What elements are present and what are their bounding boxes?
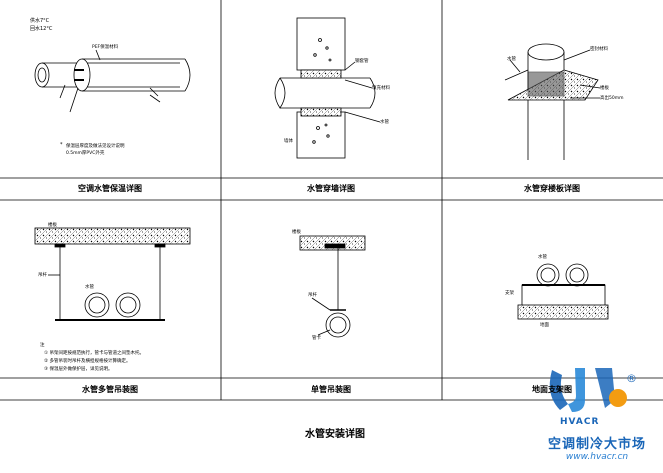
- rod-label-single: 吊杆: [308, 293, 317, 298]
- brand-name-cn: 空调制冷大市场: [547, 437, 646, 452]
- brand-url[interactable]: www.hvacr.cn: [565, 452, 629, 462]
- support-label: 支架: [505, 291, 514, 296]
- registered-mark: ®: [626, 372, 637, 385]
- caption-wall: 水管穿墙详图: [307, 184, 355, 193]
- panel-grid: [0, 0, 663, 401]
- svg-text:HVACR: HVACR: [560, 417, 599, 427]
- clamp-label-single: 管卡: [312, 336, 321, 341]
- caption-insulation: 空调水管保温详图: [78, 184, 142, 193]
- temp-return-label: 回水12°C: [30, 26, 53, 32]
- pipe-label-slab: 水管: [507, 57, 516, 62]
- drawing-title: 水管安装详图: [305, 429, 365, 440]
- caption-multi-hanger: 水管多管吊装图: [82, 385, 138, 394]
- caption-single-hanger: 单管吊装图: [311, 385, 351, 394]
- pipe-label-wall: 水管: [380, 120, 389, 125]
- rod-label-multi: 吊杆: [38, 273, 47, 278]
- note-item-3: ③ 保温层外做保护层，详见说明。: [44, 367, 113, 372]
- multi-pipe-hanger-figure: [34, 227, 191, 321]
- pipe-label-floor: 水管: [538, 255, 547, 260]
- seal-label: 密封材料: [590, 47, 608, 52]
- note-mark: *: [60, 142, 63, 148]
- insulated-pipe-figure: [34, 49, 191, 113]
- ground-label: 地面: [540, 323, 549, 328]
- insulation-label: PEF保温材料: [92, 45, 119, 50]
- fill-label: 填充材料: [372, 86, 390, 91]
- note-line-2: 0.5mm厚PVC外壳: [66, 151, 105, 156]
- slab-label: 楼板: [600, 86, 609, 91]
- slab-label-single: 楼板: [292, 230, 301, 235]
- pipe-label-multi: 水管: [85, 285, 94, 290]
- wall-penetration-figure: [274, 17, 381, 159]
- caption-slab: 水管穿楼板详图: [524, 184, 580, 193]
- hvacr-logo-mark: HVACR: [549, 368, 627, 427]
- temp-supply-label: 供水7°C: [30, 18, 50, 24]
- dim-label: 高出50mm: [600, 96, 624, 101]
- caption-floor-support: 地面支架图: [532, 385, 572, 394]
- single-pipe-hanger-figure: [299, 235, 366, 338]
- notes-heading: 注: [40, 343, 45, 348]
- sleeve-label: 钢套管: [355, 59, 369, 64]
- note-item-2: ② 多管吊装时吊杆及横担规格按计算确定。: [44, 359, 131, 364]
- wall-label: 墙体: [284, 139, 293, 144]
- floor-support-figure: [517, 263, 609, 320]
- slab-penetration-figure: [504, 43, 601, 160]
- slab-label-multi: 楼板: [48, 223, 57, 228]
- note-item-1: ① 吊架间距按规范执行，管卡与管道之间垫木托。: [44, 351, 144, 356]
- note-line-1: 保温层厚度及做法见设计说明: [66, 144, 125, 149]
